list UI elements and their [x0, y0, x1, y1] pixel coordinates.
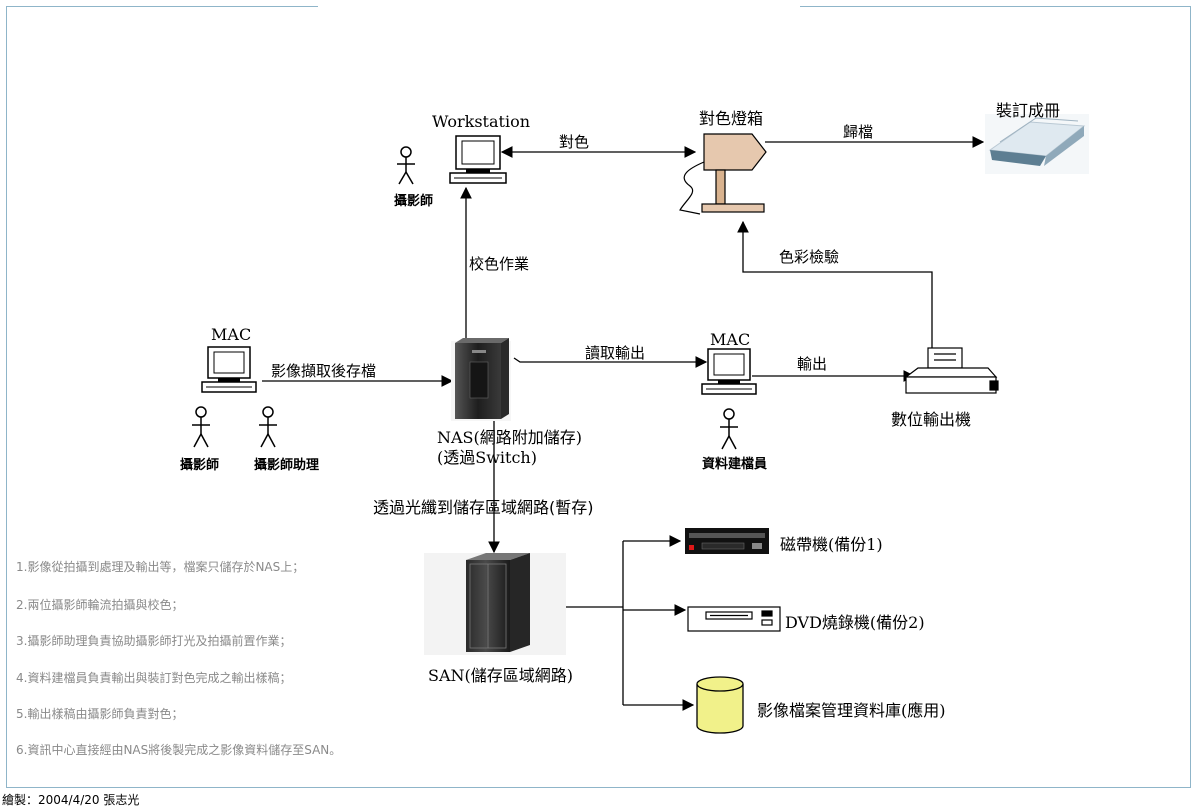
san-rack-icon [424, 553, 566, 655]
node-label-dvd: DVD燒錄機(備份2) [785, 613, 925, 632]
node-label-nas-line2: (透過Switch) [437, 448, 537, 467]
edge-label-output: 輸出 [797, 355, 828, 373]
person-label-photographer-left: 攝影師 [180, 458, 220, 473]
node-label-color-box: 對色燈箱 [699, 109, 764, 128]
edge-label-capture-store: 影像擷取後存檔 [271, 362, 377, 380]
node-label-database: 影像檔案管理資料庫(應用) [757, 701, 946, 720]
note-5: 5.輸出樣稿由攝影師負責對色； [16, 707, 184, 721]
frame-top-gap [318, 4, 800, 9]
edge-label-calibration: 校色作業 [469, 255, 530, 273]
node-label-mac-left: MAC [211, 325, 252, 344]
person-photographer-left-icon [192, 406, 210, 448]
workstation-computer-icon [449, 135, 507, 184]
edge-label-color-match: 對色 [559, 133, 590, 151]
color-lightbox-icon [679, 133, 767, 215]
edge-color-check [737, 220, 933, 348]
note-3: 3.攝影師助理負責協助攝影師打光及拍攝前置作業； [16, 634, 292, 648]
note-4: 4.資料建檔員負責輸出與裝訂對色完成之輸出樣稿； [16, 671, 292, 685]
person-assistant-icon [259, 406, 277, 448]
edge-read-output [513, 356, 708, 368]
note-2: 2.兩位攝影師輪流拍攝與校色； [16, 598, 184, 612]
bound-booklets-icon [985, 114, 1089, 174]
person-label-photographer-top: 攝影師 [394, 194, 434, 209]
node-label-tape: 磁帶機(備份1) [780, 535, 883, 554]
database-cylinder-icon [696, 676, 744, 734]
person-label-assistant: 攝影師助理 [254, 458, 320, 473]
nas-server-icon [451, 338, 511, 421]
node-label-binding: 裝訂成冊 [996, 101, 1061, 120]
edge-label-color-check: 色彩檢驗 [779, 248, 840, 266]
node-label-printer: 數位輸出機 [891, 410, 972, 429]
note-6: 6.資訊中心直接經由NAS將後製完成之影像資料儲存至SAN。 [16, 743, 342, 757]
edge-label-archive: 歸檔 [843, 123, 874, 141]
footer-credit: 繪製：2004/4/20 張志光 [2, 793, 140, 807]
connectors [262, 136, 985, 711]
digital-printer-icon [904, 347, 999, 394]
edge-label-fiber-to-san: 透過光纖到儲存區域網路(暫存) [373, 498, 594, 517]
person-photographer-top-icon [397, 146, 415, 185]
person-filer-icon [720, 408, 738, 450]
node-label-san: SAN(儲存區域網路) [428, 666, 574, 685]
mac-left-computer-icon [201, 346, 257, 393]
edge-label-read-output: 讀取輸出 [585, 344, 646, 362]
node-label-nas-line1: NAS(網路附加儲存) [437, 428, 583, 447]
dvd-burner-icon [687, 606, 781, 632]
mac-right-computer-icon [701, 348, 757, 395]
person-label-filer: 資料建檔員 [702, 457, 768, 472]
node-label-workstation: Workstation [432, 112, 530, 131]
node-label-mac-right: MAC [710, 330, 751, 349]
tape-drive-icon [685, 528, 769, 554]
note-1: 1.影像從拍攝到處理及輸出等，檔案只儲存於NAS上； [16, 560, 305, 574]
